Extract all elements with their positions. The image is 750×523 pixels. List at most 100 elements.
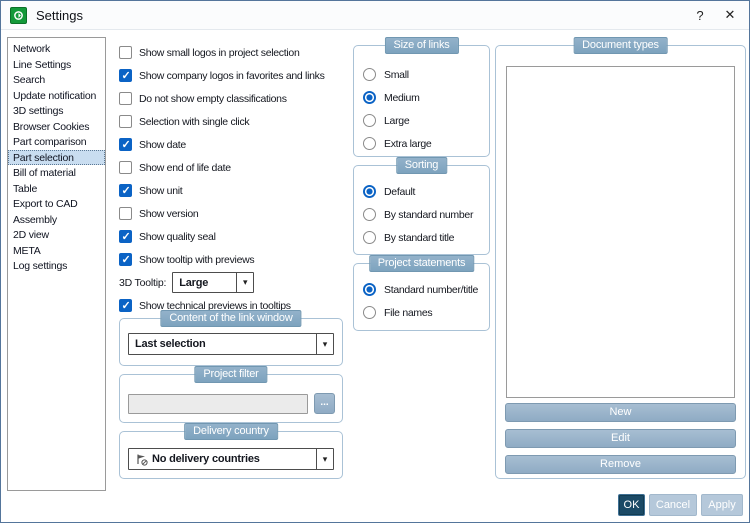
radio-option-small[interactable]: Small	[354, 63, 489, 86]
checkbox[interactable]	[119, 184, 132, 197]
remove-button[interactable]: Remove	[505, 455, 736, 474]
sidebar-item-update-notification[interactable]: Update notification	[13, 89, 97, 102]
sidebar-item-part-comparison[interactable]: Part comparison	[13, 136, 87, 148]
sidebar-item-assembly[interactable]: Assembly	[13, 213, 57, 226]
radio-label: Small	[384, 68, 409, 81]
checkbox[interactable]	[119, 230, 132, 243]
3d-tooltip-value: Large	[179, 276, 209, 289]
radio-button[interactable]	[363, 283, 376, 296]
help-button[interactable]: ?	[696, 7, 704, 23]
radio-option-extra-large[interactable]: Extra large	[354, 132, 489, 155]
chevron-down-icon[interactable]: ▾	[236, 273, 254, 292]
checkbox-label: Show end of life date	[139, 161, 231, 174]
checkbox-row[interactable]: Show unit	[119, 179, 351, 202]
sidebar-item-network[interactable]: Network	[13, 43, 51, 55]
link-window-select[interactable]: Last selection ▾	[128, 333, 334, 355]
sidebar-item-search[interactable]: Search	[13, 74, 46, 86]
sorting-group: Sorting Default By standard number By st…	[353, 157, 490, 255]
3d-tooltip-select[interactable]: Large ▾	[172, 272, 255, 293]
checkbox-label: Show unit	[139, 184, 183, 197]
sidebar-item-meta[interactable]: META	[13, 244, 41, 257]
radio-label: By standard title	[384, 231, 455, 244]
checkbox[interactable]	[119, 115, 132, 128]
checkbox-row[interactable]: Selection with single click	[119, 110, 351, 133]
radio-label: Standard number/title	[384, 283, 479, 296]
part-selection-options: Show small logos in project selection Sh…	[119, 41, 351, 317]
titlebar: Settings ? ✕	[1, 1, 749, 30]
radio-option-medium[interactable]: Medium	[354, 86, 489, 109]
dialog-footer: OK Cancel Apply	[618, 494, 743, 516]
checkbox-row[interactable]: Do not show empty classifications	[119, 87, 351, 110]
link-window-group-title: Content of the link window	[160, 310, 302, 327]
sidebar-item-log-settings[interactable]: Log settings	[13, 260, 68, 272]
checkbox[interactable]	[119, 207, 132, 220]
checkbox-row[interactable]: Show technical previews in tooltips	[119, 294, 351, 317]
sidebar-item-bill-of-material[interactable]: Bill of material	[13, 167, 76, 179]
3d-tooltip-row: 3D Tooltip: Large ▾	[119, 271, 351, 294]
checkbox[interactable]	[119, 69, 132, 82]
radio-button[interactable]	[363, 68, 376, 81]
radio-button[interactable]	[363, 114, 376, 127]
ok-button[interactable]: OK	[618, 494, 645, 516]
radio-option-standard-number-title[interactable]: Standard number/title	[354, 278, 489, 301]
close-button[interactable]: ✕	[724, 7, 736, 22]
3d-tooltip-label: 3D Tooltip:	[119, 276, 167, 289]
radio-label: Default	[384, 185, 416, 198]
sidebar-item-line-settings[interactable]: Line Settings	[13, 58, 72, 71]
radio-option-default[interactable]: Default	[354, 180, 489, 203]
checkbox-label: Show version	[139, 207, 199, 220]
checkbox[interactable]	[119, 299, 132, 312]
delivery-country-group-title: Delivery country	[184, 423, 278, 440]
sorting-group-title: Sorting	[395, 157, 448, 174]
chevron-down-icon[interactable]: ▾	[316, 334, 333, 354]
checkbox[interactable]	[119, 46, 132, 59]
checkbox-row[interactable]: Show quality seal	[119, 225, 351, 248]
project-filter-group: Project filter ...	[119, 366, 343, 423]
checkbox-row[interactable]: Show tooltip with previews	[119, 248, 351, 271]
edit-button[interactable]: Edit	[505, 429, 736, 448]
project-statements-group-title: Project statements	[368, 255, 475, 272]
radio-button[interactable]	[363, 91, 376, 104]
checkbox[interactable]	[119, 253, 132, 266]
radio-label: Extra large	[384, 137, 432, 150]
checkbox-row[interactable]: Show end of life date	[119, 156, 351, 179]
sidebar-item-part-selection[interactable]: Part selection	[8, 149, 105, 165]
checkbox-row[interactable]: Show company logos in favorites and link…	[119, 64, 351, 87]
document-types-list[interactable]	[506, 66, 735, 398]
radio-option-by-standard-title[interactable]: By standard title	[354, 226, 489, 249]
radio-button[interactable]	[363, 208, 376, 221]
delivery-country-value: No delivery countries	[152, 453, 260, 465]
checkbox-label: Show technical previews in tooltips	[139, 299, 291, 312]
new-button[interactable]: New	[505, 403, 736, 422]
radio-option-file-names[interactable]: File names	[354, 301, 489, 324]
delivery-country-select[interactable]: No delivery countries ▾	[128, 448, 334, 470]
checkbox[interactable]	[119, 138, 132, 151]
radio-button[interactable]	[363, 185, 376, 198]
project-statements-group: Project statements Standard number/title…	[353, 255, 490, 331]
radio-option-large[interactable]: Large	[354, 109, 489, 132]
apply-button[interactable]: Apply	[701, 494, 743, 516]
checkbox-row[interactable]: Show date	[119, 133, 351, 156]
project-filter-input[interactable]	[128, 394, 308, 414]
checkbox-label: Show company logos in favorites and link…	[139, 69, 325, 82]
sidebar-item-browser-cookies[interactable]: Browser Cookies	[13, 120, 90, 133]
checkbox[interactable]	[119, 161, 132, 174]
no-delivery-country-icon	[135, 449, 148, 469]
checkbox-row[interactable]: Show version	[119, 202, 351, 225]
sidebar-item-export-to-cad[interactable]: Export to CAD	[13, 198, 78, 210]
radio-button[interactable]	[363, 306, 376, 319]
browse-button[interactable]: ...	[314, 393, 335, 414]
chevron-down-icon[interactable]: ▾	[316, 449, 333, 469]
checkbox[interactable]	[119, 92, 132, 105]
delivery-country-group: Delivery country No delivery countries ▾	[119, 423, 343, 479]
radio-button[interactable]	[363, 137, 376, 150]
checkbox-row[interactable]: Show small logos in project selection	[119, 41, 351, 64]
radio-option-by-standard-number[interactable]: By standard number	[354, 203, 489, 226]
settings-app-icon	[10, 6, 27, 24]
radio-button[interactable]	[363, 231, 376, 244]
cancel-button[interactable]: Cancel	[649, 494, 697, 516]
sidebar-item-table[interactable]: Table	[13, 182, 38, 195]
sidebar-item-3d-settings[interactable]: 3D settings	[13, 105, 64, 117]
sidebar-item-2d-view[interactable]: 2D view	[13, 229, 49, 241]
